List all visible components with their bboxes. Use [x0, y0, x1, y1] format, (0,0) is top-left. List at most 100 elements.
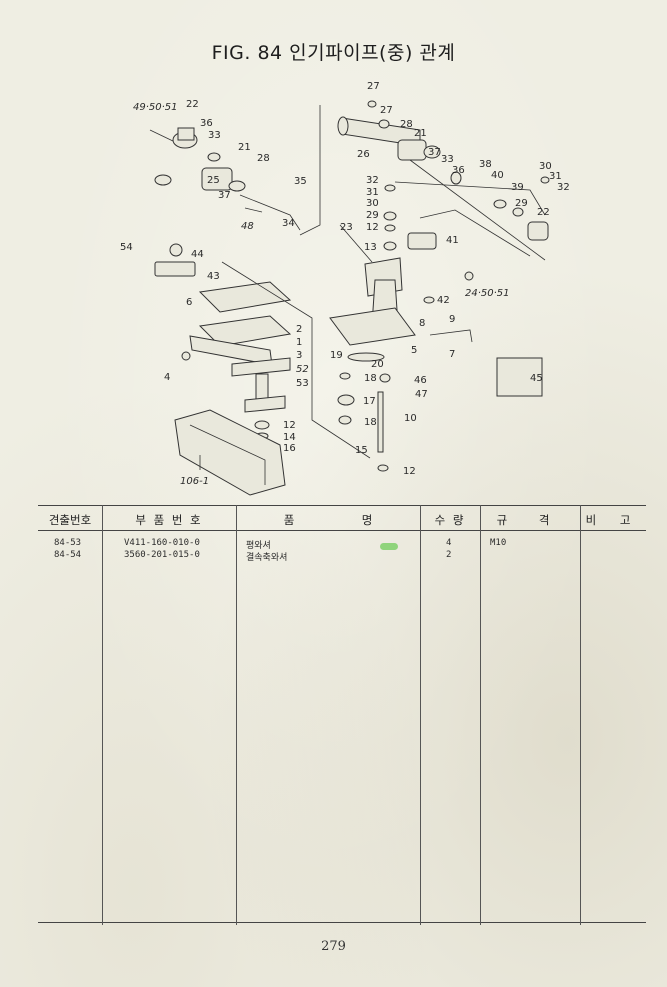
svg-text:3: 3	[296, 350, 302, 361]
svg-text:31: 31	[549, 171, 562, 182]
header-name-b: 명	[361, 513, 375, 527]
left-bracket-assembly	[154, 243, 371, 459]
svg-text:12: 12	[403, 466, 416, 477]
svg-text:35: 35	[294, 176, 307, 187]
svg-text:16: 16	[283, 443, 296, 454]
row-part-no: V411-160-010-0	[124, 538, 200, 548]
svg-text:52: 52	[296, 364, 309, 375]
exploded-parts-diagram: 49·50·51 22 36 33 21 28 25 37 48 35 34 2…	[120, 81, 570, 496]
svg-text:33: 33	[208, 130, 221, 141]
svg-text:32: 32	[366, 175, 379, 186]
row-name: 결속축와셔	[246, 553, 288, 563]
svg-text:15: 15	[355, 445, 368, 456]
header-part-no: 부 품 번 호	[135, 513, 203, 527]
svg-text:1: 1	[296, 337, 302, 348]
header-spec: 규 격	[496, 513, 564, 527]
header-remarks: 비 고	[585, 513, 641, 527]
row-part-no: 3560-201-015-0	[124, 550, 200, 560]
row-spec: M10	[490, 538, 507, 548]
svg-text:12: 12	[283, 420, 296, 431]
svg-text:30: 30	[366, 198, 379, 209]
svg-text:42: 42	[437, 295, 450, 306]
svg-text:26: 26	[357, 149, 370, 160]
svg-text:24·50·51: 24·50·51	[465, 288, 510, 299]
row-name: 평와셔	[246, 541, 271, 551]
svg-text:37: 37	[218, 190, 231, 201]
svg-text:18: 18	[364, 417, 377, 428]
svg-text:9: 9	[449, 314, 455, 325]
header-index-no: 견출번호	[48, 513, 92, 527]
upper-left-assembly	[149, 105, 321, 236]
figure-title: FIG. 84 인기파이프(중) 관계	[211, 42, 456, 64]
svg-text:29: 29	[515, 198, 528, 209]
svg-text:33: 33	[441, 154, 454, 165]
svg-text:28: 28	[400, 119, 413, 130]
svg-text:29: 29	[366, 210, 379, 221]
svg-text:12: 12	[366, 222, 379, 233]
upper-right-pipe	[337, 100, 550, 261]
svg-text:53: 53	[296, 378, 309, 389]
transmission-housing	[174, 409, 286, 496]
svg-text:37: 37	[428, 147, 441, 158]
svg-text:8: 8	[419, 318, 425, 329]
svg-text:38: 38	[479, 159, 492, 170]
center-column	[329, 184, 474, 346]
table-header-rule	[38, 530, 646, 531]
svg-text:34: 34	[282, 218, 295, 229]
svg-text:21: 21	[238, 142, 251, 153]
svg-text:19: 19	[330, 350, 343, 361]
row-index-no: 84-54	[54, 550, 82, 560]
column-divider	[480, 505, 481, 925]
svg-text:30: 30	[539, 161, 552, 172]
svg-text:13: 13	[364, 242, 377, 253]
svg-text:39: 39	[511, 182, 524, 193]
column-divider	[420, 505, 421, 925]
page-number: 279	[321, 939, 346, 954]
header-name-a: 품	[283, 513, 297, 527]
row-index-no: 84-53	[54, 538, 82, 548]
svg-text:23: 23	[340, 222, 353, 233]
svg-text:36: 36	[200, 118, 213, 129]
svg-text:47: 47	[415, 389, 428, 400]
column-divider	[236, 505, 237, 925]
svg-text:20: 20	[371, 359, 384, 370]
highlighter-mark	[380, 543, 398, 550]
table-top-rule	[38, 505, 646, 506]
row-qty: 2	[446, 550, 452, 560]
svg-text:32: 32	[557, 182, 570, 193]
svg-text:44: 44	[191, 249, 204, 260]
column-divider	[580, 505, 581, 925]
svg-text:48: 48	[241, 221, 254, 232]
svg-text:40: 40	[491, 170, 504, 181]
svg-text:27: 27	[380, 105, 393, 116]
svg-text:6: 6	[186, 297, 192, 308]
header-qty: 수 량	[434, 513, 466, 527]
svg-text:49·50·51: 49·50·51	[133, 102, 178, 113]
svg-text:46: 46	[414, 375, 427, 386]
svg-text:28: 28	[257, 153, 270, 164]
svg-text:17: 17	[363, 396, 376, 407]
svg-text:31: 31	[366, 187, 379, 198]
svg-text:22: 22	[186, 99, 199, 110]
svg-text:7: 7	[449, 349, 455, 360]
row-qty: 4	[446, 538, 452, 548]
lower-center-parts	[254, 352, 543, 472]
svg-text:10: 10	[404, 413, 417, 424]
svg-text:14: 14	[283, 432, 296, 443]
table-bottom-rule	[38, 922, 646, 923]
svg-text:5: 5	[411, 345, 417, 356]
svg-text:25: 25	[207, 175, 220, 186]
svg-text:21: 21	[414, 128, 427, 139]
svg-text:54: 54	[120, 242, 133, 253]
svg-text:4: 4	[164, 372, 170, 383]
svg-text:45: 45	[530, 373, 543, 384]
svg-text:2: 2	[296, 324, 302, 335]
svg-text:18: 18	[364, 373, 377, 384]
svg-text:22: 22	[537, 207, 550, 218]
svg-text:41: 41	[446, 235, 459, 246]
svg-text:27: 27	[367, 81, 380, 92]
svg-text:106-1: 106-1	[180, 476, 209, 487]
svg-text:36: 36	[452, 165, 465, 176]
svg-text:43: 43	[207, 271, 220, 282]
